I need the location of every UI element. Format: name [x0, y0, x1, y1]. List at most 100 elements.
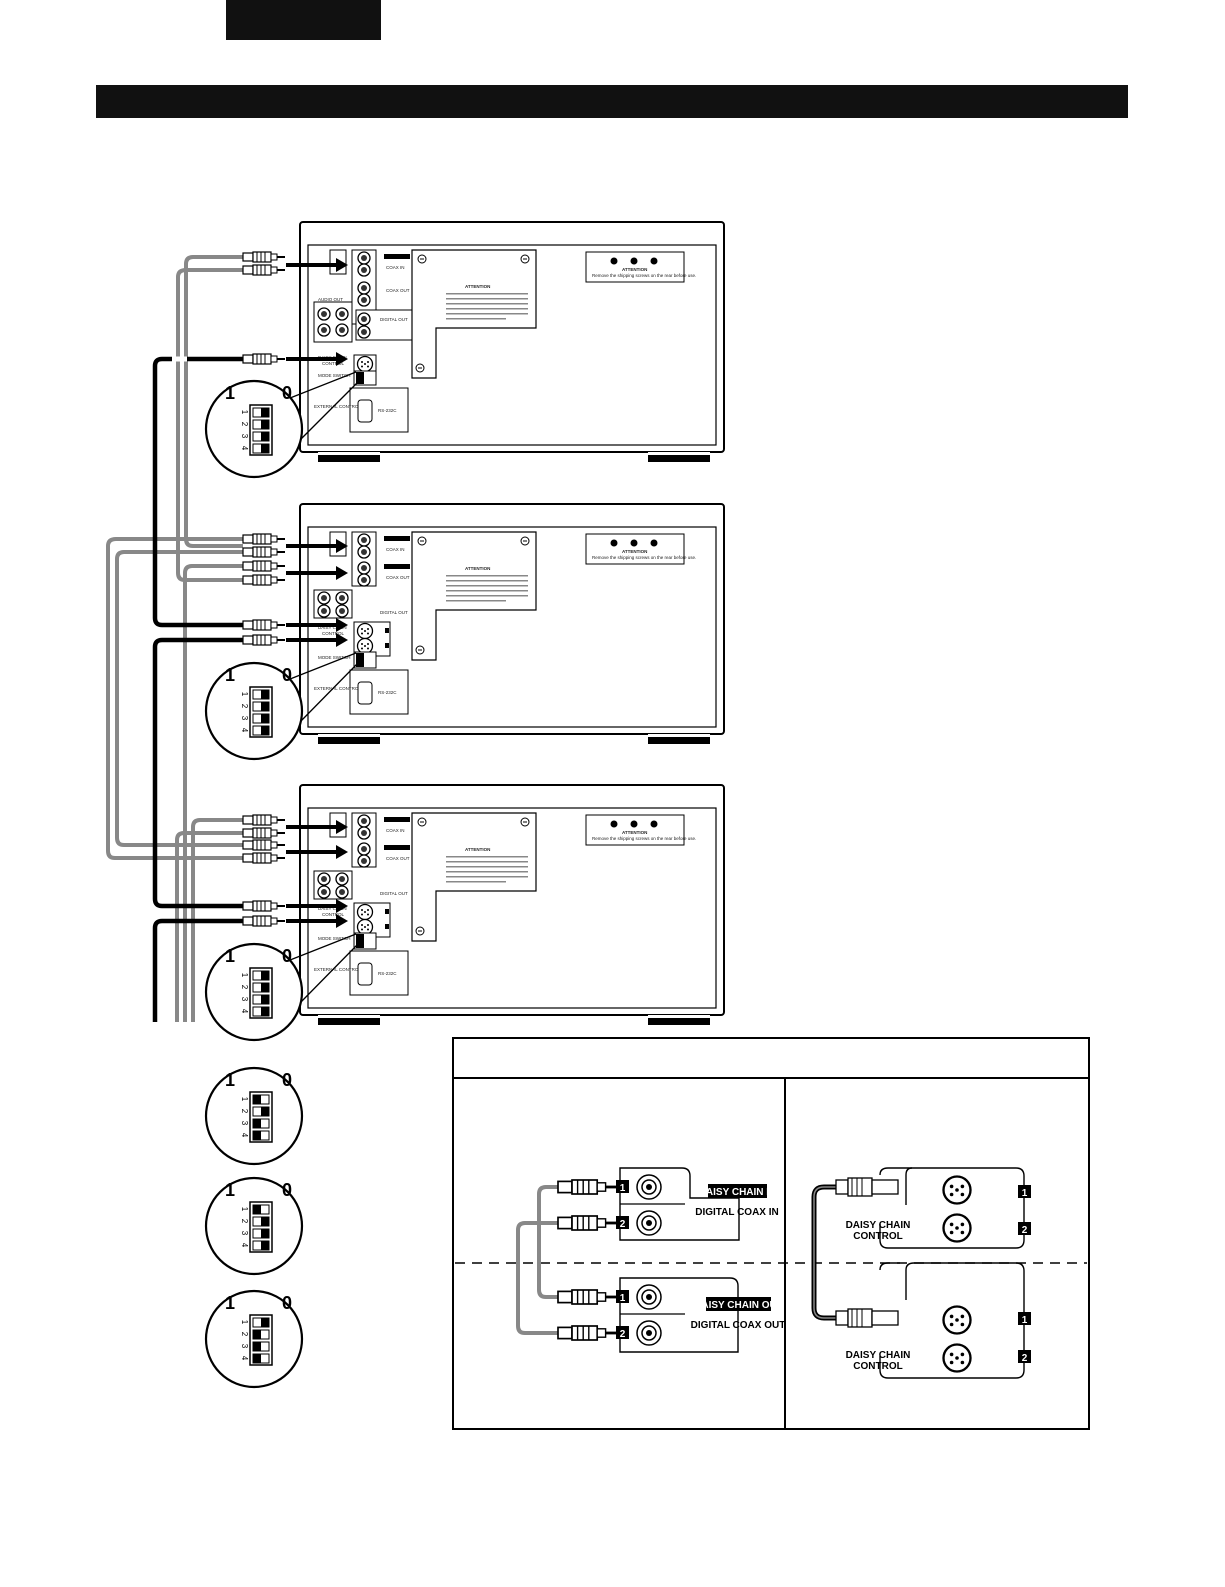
svg-text:DAISY CHAIN: DAISY CHAIN — [318, 625, 347, 630]
dip-switch-number: 2 — [240, 1219, 249, 1224]
svg-text:DAISY CHAIN: DAISY CHAIN — [318, 906, 347, 911]
svg-text:2: 2 — [1022, 1353, 1028, 1364]
dip-on-label: 1 — [225, 1070, 235, 1090]
dip-switch-number: 3 — [240, 1121, 249, 1126]
svg-text:ATTENTION: ATTENTION — [622, 549, 647, 554]
svg-text:COAX IN: COAX IN — [386, 265, 405, 270]
dip-off-label: 0 — [282, 1293, 292, 1313]
dip-switch-knob — [253, 1354, 261, 1363]
unit-3-rear-panel: COAX IN COAX OUT DIGITAL OUT DAISY CHAIN… — [299, 784, 725, 1025]
dip-switch-number: 2 — [240, 704, 249, 709]
svg-text:COAX IN: COAX IN — [386, 828, 405, 833]
dip-switch-number: 3 — [240, 716, 249, 721]
header-tab-block — [226, 0, 381, 40]
svg-text:COAX OUT: COAX OUT — [386, 288, 410, 293]
dip-switch-knob — [261, 420, 269, 429]
svg-text:COAX IN: COAX IN — [386, 547, 405, 552]
dip-switch-number: 3 — [240, 434, 249, 439]
svg-text:Remove the shipping screws on: Remove the shipping screws on the rear b… — [592, 273, 696, 278]
dip-switch-number: 2 — [240, 1109, 249, 1114]
dip-callout-lines — [284, 371, 359, 1004]
dip-switch-knob — [253, 1131, 261, 1140]
svg-text:DAISY CHAIN: DAISY CHAIN — [846, 1350, 911, 1361]
svg-text:CONTROL: CONTROL — [322, 361, 344, 366]
unit-1-rear-panel: COAX IN COAX OUT AUDIO OUT DIGITAL OUT D… — [299, 221, 725, 462]
dip-example-2: 1 0 1 2 3 4 — [204, 1176, 304, 1276]
dip-switch-number: 2 — [240, 1332, 249, 1337]
dip-off-label: 0 — [282, 1070, 292, 1090]
svg-text:1: 1 — [620, 1293, 626, 1304]
dip-example-1: 1 0 1 2 3 4 — [204, 1066, 304, 1166]
dip-switch-knob — [253, 1330, 261, 1339]
dip-switch-knob — [261, 432, 269, 441]
svg-text:EXTERNAL CONTROL: EXTERNAL CONTROL — [314, 967, 361, 972]
dip-switch-number: 4 — [240, 1243, 249, 1248]
section-title-bar — [96, 85, 1128, 118]
dip-switch-number: 1 — [240, 1097, 249, 1102]
dip-switch-number: 1 — [240, 410, 249, 415]
dip-switch-knob — [253, 1342, 261, 1351]
svg-text:1: 1 — [1022, 1315, 1028, 1326]
dip-switch-knob — [261, 408, 269, 417]
dip-switch-number: 1 — [240, 1207, 249, 1212]
svg-text:MODE SWITCH: MODE SWITCH — [318, 655, 351, 660]
svg-text:ATTENTION: ATTENTION — [622, 830, 647, 835]
svg-text:EXTERNAL CONTROL: EXTERNAL CONTROL — [314, 686, 361, 691]
dip-switch-number: 4 — [240, 446, 249, 451]
svg-text:1: 1 — [620, 1183, 626, 1194]
dip-switch-number: 4 — [240, 1133, 249, 1138]
dip-on-label: 1 — [225, 1180, 235, 1200]
svg-text:ATTENTION: ATTENTION — [465, 566, 490, 571]
svg-text:DIGITAL OUT: DIGITAL OUT — [380, 610, 408, 615]
svg-text:DIGITAL OUT: DIGITAL OUT — [380, 891, 408, 896]
dip-switch-knob — [261, 983, 269, 992]
svg-text:Remove the shipping screws on: Remove the shipping screws on the rear b… — [592, 555, 696, 560]
dip-switch-number: 4 — [240, 728, 249, 733]
svg-text:ATTENTION: ATTENTION — [465, 847, 490, 852]
svg-text:DIGITAL OUT: DIGITAL OUT — [380, 317, 408, 322]
svg-text:2: 2 — [620, 1329, 626, 1340]
dip-switch-knob — [261, 702, 269, 711]
svg-text:CONTROL: CONTROL — [322, 631, 344, 636]
dip-switch-number: 1 — [240, 692, 249, 697]
svg-text:Remove the shipping screws on: Remove the shipping screws on the rear b… — [592, 836, 696, 841]
dip-on-label: 1 — [225, 383, 235, 403]
svg-text:CONTROL: CONTROL — [853, 1361, 902, 1372]
dip-switch-number: 1 — [240, 1320, 249, 1325]
svg-text:MODE SWITCH: MODE SWITCH — [318, 936, 351, 941]
svg-text:DAISY CHAIN IN: DAISY CHAIN IN — [699, 1187, 777, 1198]
svg-text:EXTERNAL CONTROL: EXTERNAL CONTROL — [314, 404, 361, 409]
dip-switch-number: 3 — [240, 1231, 249, 1236]
control-cables — [152, 356, 243, 1022]
dip-switch-number: 4 — [240, 1009, 249, 1014]
dip-switch-knob — [261, 1217, 269, 1226]
svg-text:DIGITAL COAX OUT: DIGITAL COAX OUT — [691, 1320, 786, 1331]
dip-on-label: 1 — [225, 1293, 235, 1313]
dip-switch-number: 3 — [240, 997, 249, 1002]
dip-switch-number: 3 — [240, 1344, 249, 1349]
svg-text:MODE SWITCH: MODE SWITCH — [318, 373, 351, 378]
dip-switch-number: 2 — [240, 422, 249, 427]
dip-off-label: 0 — [282, 946, 292, 966]
svg-text:AUDIO OUT: AUDIO OUT — [318, 297, 343, 302]
svg-text:CONTROL: CONTROL — [322, 912, 344, 917]
svg-text:2: 2 — [1022, 1225, 1028, 1236]
dip-off-label: 0 — [282, 665, 292, 685]
dip-switch-knob — [261, 1229, 269, 1238]
svg-text:1: 1 — [1022, 1188, 1028, 1199]
dip-switch-knob — [261, 1107, 269, 1116]
dip-switch-knob — [261, 726, 269, 735]
dip-off-label: 0 — [282, 1180, 292, 1200]
svg-text:DAISY CHAIN OUT: DAISY CHAIN OUT — [694, 1300, 783, 1311]
svg-text:DAISY CHAIN: DAISY CHAIN — [846, 1220, 911, 1231]
svg-text:ATTENTION: ATTENTION — [465, 284, 490, 289]
dip-switch-knob — [261, 444, 269, 453]
detail-box: 1 2 1 2 DAISY CHAIN IN DIGITAL COAX IN D… — [452, 1037, 1090, 1430]
svg-text:COAX OUT: COAX OUT — [386, 575, 410, 580]
dip-switch-knob — [261, 714, 269, 723]
svg-text:2: 2 — [620, 1219, 626, 1230]
